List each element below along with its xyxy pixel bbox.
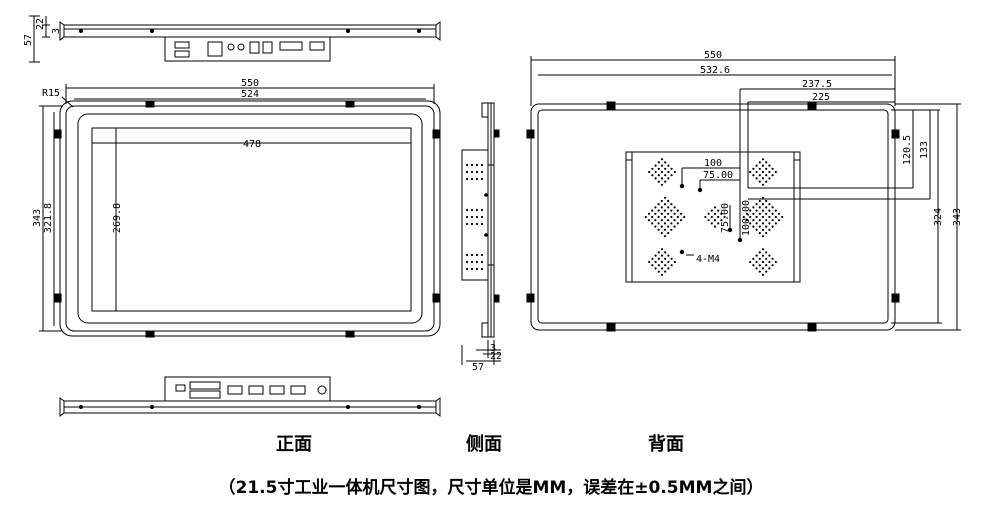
back-view-label: 背面 [648,434,684,455]
side-vent-dots [465,163,484,271]
back-vent-dots [644,158,784,276]
dim-back-h120: 120.5 [902,135,913,165]
top-view [29,15,441,63]
dim-front-h269: 269.8 [112,203,123,233]
dim-back-screw: 4-M4 [696,254,720,265]
dim-back-h324: 324 [933,208,944,226]
dim-back-h343: 343 [952,208,963,226]
dim-back-w237: 237.5 [802,79,832,90]
dim-front-w524: 524 [241,89,259,100]
dim-side-d3: 3 [490,343,496,354]
dim-back-v100: 100.00 [741,200,752,236]
dim-back-w225: 225 [812,92,830,103]
dim-side-d22: 22 [490,351,502,362]
dim-side-d57: 57 [472,362,484,373]
side-view-label: 侧面 [466,434,502,455]
dim-top-h3: 3 [51,28,62,34]
dim-back-w532: 532.6 [700,65,730,76]
back-view [526,56,961,332]
front-view [39,84,441,338]
drawing-caption: （21.5寸工业一体机尺寸图，尺寸单位是MM，误差在±0.5MM之间） [218,478,764,498]
dim-top-h22: 22 [35,18,46,30]
dim-back-v75: 75.00 [720,203,731,233]
dimension-labels: 57 22 3 R15 550 524 478 343 321.8 269.8 … [23,18,963,373]
dim-back-w550: 550 [704,50,722,61]
dim-front-h321: 321.8 [43,203,54,233]
dim-front-w478: 478 [243,139,261,150]
dim-front-w550: 550 [241,78,259,89]
dim-back-vesa100: 100 [704,158,722,169]
side-view [461,102,501,365]
front-view-label: 正面 [276,434,312,455]
dim-top-h57: 57 [23,34,34,46]
bottom-view [59,376,441,417]
dim-back-h133: 133 [919,141,930,159]
dim-r15: R15 [42,88,60,99]
dim-front-h343: 343 [32,209,43,227]
back-mount-holes [679,183,743,255]
dim-back-vesa75: 75.00 [703,170,733,181]
